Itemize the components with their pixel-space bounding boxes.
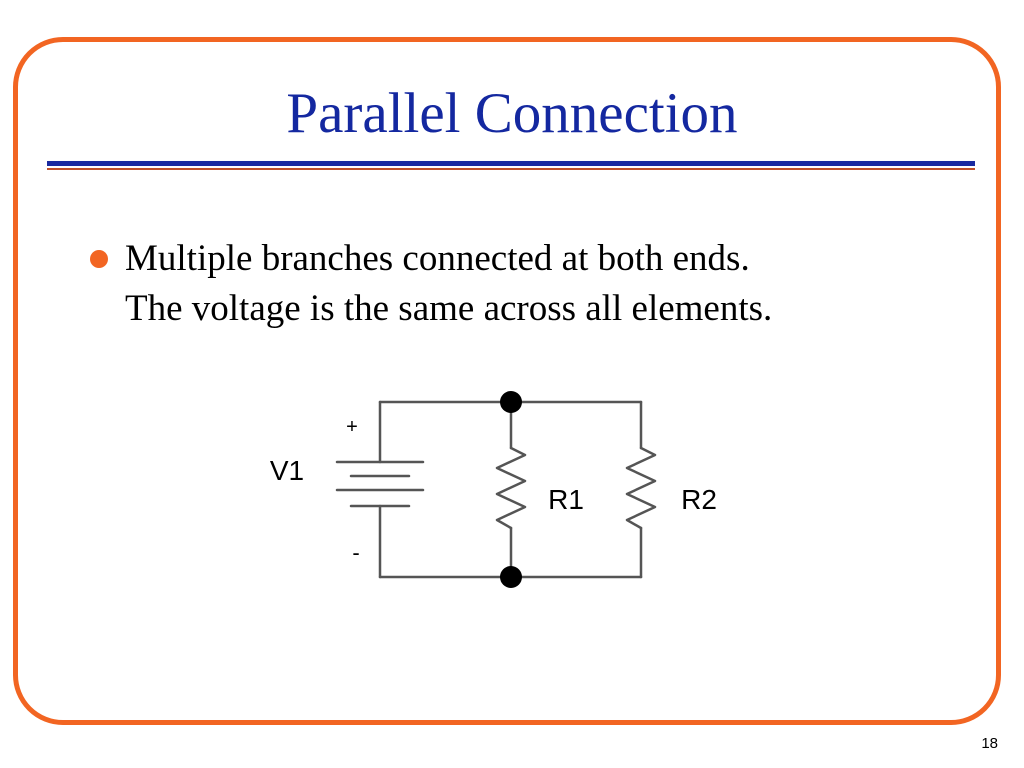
junction-node-top xyxy=(500,391,522,413)
slide-frame xyxy=(13,37,1001,725)
plus-label: + xyxy=(346,416,358,438)
slide-title: Parallel Connection xyxy=(286,82,738,145)
resistor-r1-zigzag xyxy=(495,446,527,530)
resistor-r2-zigzag xyxy=(625,446,657,530)
minus-label: - xyxy=(352,540,359,565)
bullet-line-2: The voltage is the same across all eleme… xyxy=(125,288,773,329)
bullet-item: Multiple branches connected at both ends… xyxy=(88,234,968,334)
page-number: 18 xyxy=(981,735,998,752)
title-underline-orange xyxy=(47,168,975,170)
resistor-r2-label: R2 xyxy=(681,484,717,515)
bullet-line-1: Multiple branches connected at both ends… xyxy=(125,238,750,279)
title-underline-blue xyxy=(47,161,975,166)
source-label: V1 xyxy=(270,455,304,486)
resistor-r1-label: R1 xyxy=(548,484,584,515)
bullet-dot-icon xyxy=(90,250,108,268)
junction-node-bottom xyxy=(500,566,522,588)
bullet-text: Multiple branches connected at both ends… xyxy=(125,234,968,334)
